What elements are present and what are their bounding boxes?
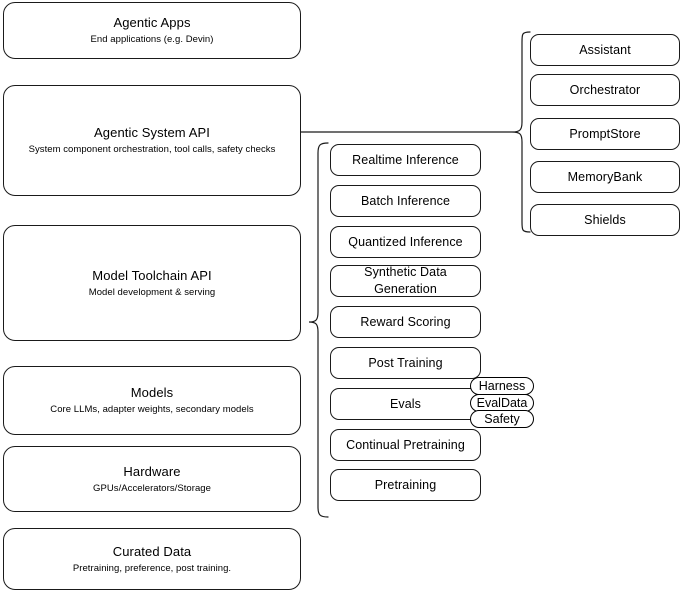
component-label: Post Training [368, 355, 443, 370]
eval-tag-label: EvalData [476, 396, 528, 410]
layer-subtitle: GPUs/Accelerators/Storage [93, 482, 211, 494]
component-label: Assistant [579, 42, 631, 57]
eval-tag-safety[interactable]: Safety [470, 410, 534, 428]
layer-agentic-apps[interactable]: Agentic Apps End applications (e.g. Devi… [3, 2, 301, 59]
layer-subtitle: Pretraining, preference, post training. [72, 562, 232, 574]
component-label: MemoryBank [567, 169, 643, 184]
layer-subtitle: End applications (e.g. Devin) [90, 34, 214, 45]
toolchain-component-synthetic-data-generation[interactable]: Synthetic Data Generation [330, 265, 481, 297]
component-label: Evals [389, 396, 422, 411]
component-label: Synthetic Data Generation [364, 265, 447, 296]
toolchain-component-quantized-inference[interactable]: Quantized Inference [330, 226, 481, 258]
system-component-shields[interactable]: Shields [530, 204, 680, 236]
layer-models[interactable]: Models Core LLMs, adapter weights, secon… [3, 366, 301, 435]
layer-title: Agentic Apps [113, 15, 191, 30]
layer-subtitle: Model development & serving [88, 286, 216, 298]
component-label: Pretraining [374, 477, 437, 492]
toolchain-component-continual-pretraining[interactable]: Continual Pretraining [330, 429, 481, 461]
layer-hardware[interactable]: Hardware GPUs/Accelerators/Storage [3, 446, 301, 512]
toolchain-component-pretraining[interactable]: Pretraining [330, 469, 481, 501]
system-component-promptstore[interactable]: PromptStore [530, 118, 680, 150]
layer-title: Hardware [123, 463, 181, 479]
layer-agentic-system-api[interactable]: Agentic System API System component orch… [3, 85, 301, 196]
eval-tag-label: Harness [478, 379, 526, 393]
layer-title: Curated Data [112, 543, 192, 559]
system-component-orchestrator[interactable]: Orchestrator [530, 74, 680, 106]
component-label: Orchestrator [569, 82, 641, 97]
toolchain-component-post-training[interactable]: Post Training [330, 347, 481, 379]
layer-subtitle: System component orchestration, tool cal… [28, 144, 276, 155]
layer-title: Agentic System API [94, 125, 210, 140]
layer-model-toolchain-api[interactable]: Model Toolchain API Model development & … [3, 225, 301, 341]
component-label: Reward Scoring [360, 314, 451, 329]
eval-tag-harness[interactable]: Harness [470, 377, 534, 395]
component-label: Continual Pretraining [346, 437, 465, 452]
component-label: PromptStore [569, 126, 641, 141]
layer-title: Model Toolchain API [92, 267, 212, 283]
component-label: Batch Inference [360, 193, 451, 208]
component-label: Quantized Inference [348, 234, 463, 249]
toolchain-component-evals[interactable]: Evals [330, 388, 481, 420]
toolchain-component-batch-inference[interactable]: Batch Inference [330, 185, 481, 217]
component-label: Shields [584, 212, 626, 227]
system-component-memorybank[interactable]: MemoryBank [530, 161, 680, 193]
layer-curated-data[interactable]: Curated Data Pretraining, preference, po… [3, 528, 301, 590]
toolchain-component-reward-scoring[interactable]: Reward Scoring [330, 306, 481, 338]
eval-tag-label: Safety [484, 412, 520, 426]
layer-subtitle: Core LLMs, adapter weights, secondary mo… [50, 404, 254, 415]
system-component-assistant[interactable]: Assistant [530, 34, 680, 66]
connector-system-api-to-components [300, 24, 532, 274]
layer-title: Models [130, 385, 174, 400]
connector-toolchain-api-to-components [300, 130, 340, 530]
component-label: Realtime Inference [352, 152, 459, 167]
toolchain-component-realtime-inference[interactable]: Realtime Inference [330, 144, 481, 176]
